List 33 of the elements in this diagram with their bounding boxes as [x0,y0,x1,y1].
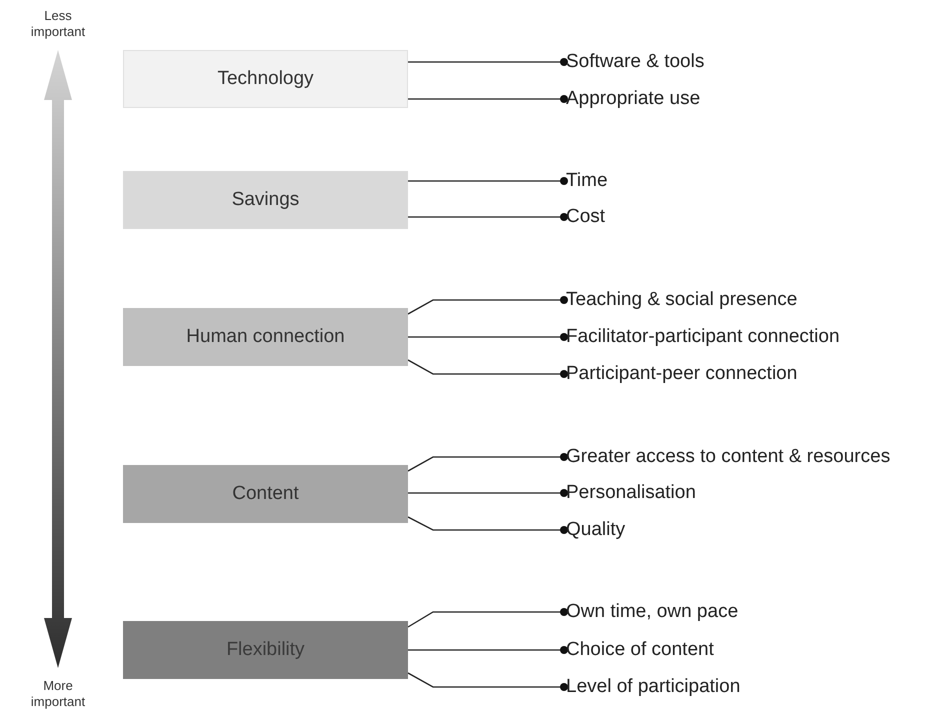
connector-line [408,296,568,315]
item-text: Choice of content [566,637,714,663]
connector-line [408,453,568,472]
item-text: Quality [566,517,626,543]
item-text: Software & tools [566,49,704,75]
connector-line [408,646,568,654]
category-box: Savings [123,171,408,229]
connector-line [408,95,568,103]
connector-line [408,608,568,628]
axis-label: Less important [30,8,86,40]
connector-line [408,213,568,221]
item-text: Level of participation [566,674,740,700]
connector-line [408,672,568,691]
item-text: Greater access to content & resources [566,444,890,470]
category-box: Human connection [123,308,408,366]
connector-line [408,333,568,341]
item-text: Time [566,168,608,194]
connector-line [408,359,568,378]
category-box: Content [123,465,408,523]
item-text: Facilitator-participant connection [566,324,840,350]
connector-line [408,58,568,66]
connector-line [408,489,568,497]
category-box: Technology [123,50,408,108]
item-text: Cost [566,204,606,230]
axis-label: More important [30,678,86,710]
item-text: Own time, own pace [566,599,738,625]
item-text: Participant-peer connection [566,361,798,387]
item-text: Appropriate use [566,86,700,112]
connector-line [408,177,568,185]
category-box: Flexibility [123,621,408,679]
item-text: Teaching & social presence [566,287,798,313]
connector-line [408,516,568,534]
item-text: Personalisation [566,480,696,506]
